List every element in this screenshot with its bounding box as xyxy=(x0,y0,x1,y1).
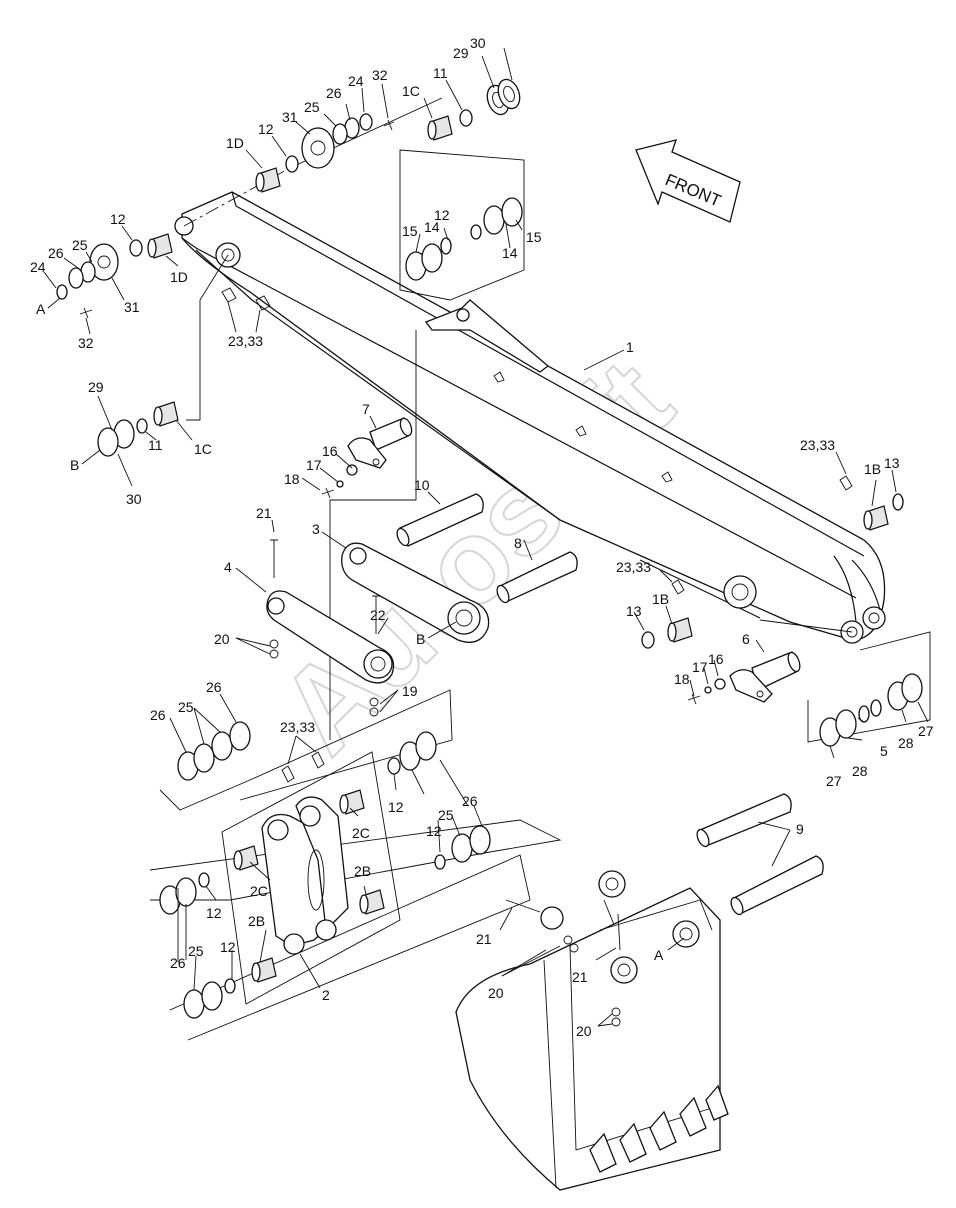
callout: B xyxy=(416,631,425,647)
callout: 19 xyxy=(402,683,418,699)
callout: 31 xyxy=(282,109,298,125)
callout: 28 xyxy=(852,763,868,779)
callout: 12 xyxy=(388,799,404,815)
pins-9 xyxy=(696,793,824,916)
callout: 1D xyxy=(226,135,244,151)
callout: 2 xyxy=(322,987,330,1003)
callout: 1B xyxy=(652,591,669,607)
front-arrow-icon: FRONT xyxy=(635,139,741,223)
callout: 27 xyxy=(826,773,842,789)
callout: 14 xyxy=(502,245,518,261)
pin-10 xyxy=(396,493,484,547)
callout: 5 xyxy=(880,743,888,759)
callout: 25 xyxy=(304,99,320,115)
callout: 32 xyxy=(78,335,94,351)
callout: 15 xyxy=(402,223,418,239)
callout: B xyxy=(70,457,79,473)
callout: 1B xyxy=(864,461,881,477)
callout: 21 xyxy=(572,969,588,985)
link-3 xyxy=(341,542,490,643)
callout: 23,33 xyxy=(800,437,835,453)
callout: A xyxy=(654,947,664,963)
leader-lines xyxy=(43,47,929,1027)
assembly-centerlines xyxy=(149,97,931,1049)
callout: 21 xyxy=(476,931,492,947)
callout: 1C xyxy=(194,441,212,457)
callout: 17 xyxy=(306,457,322,473)
pin-6 xyxy=(729,651,801,703)
callout: 1D xyxy=(170,269,188,285)
bucket xyxy=(455,870,729,1191)
callout: 23,33 xyxy=(616,559,651,575)
callout: 20 xyxy=(576,1023,592,1039)
arm-body xyxy=(174,191,886,644)
callout: 15 xyxy=(526,229,542,245)
callout: 13 xyxy=(626,603,642,619)
callout: 20 xyxy=(214,631,230,647)
callout: 11 xyxy=(148,437,163,453)
callout: 6 xyxy=(742,631,750,647)
callout: 9 xyxy=(796,821,804,837)
callout: 20 xyxy=(488,985,504,1001)
callout: A xyxy=(36,301,46,317)
callout: 31 xyxy=(124,299,140,315)
callout: 8 xyxy=(514,535,522,551)
callout: 12 xyxy=(434,207,450,223)
callout: 25 xyxy=(72,237,88,253)
callout: 24 xyxy=(30,259,46,275)
callout: 25 xyxy=(178,699,194,715)
callout: 14 xyxy=(424,219,440,235)
callout: 25 xyxy=(438,807,454,823)
callout: 23,33 xyxy=(280,719,315,735)
callout: 2C xyxy=(250,883,268,899)
callout: 10 xyxy=(414,477,430,493)
callout: 12 xyxy=(220,939,236,955)
callout: 2B xyxy=(248,913,265,929)
pin-7 xyxy=(347,417,413,469)
callout: 26 xyxy=(462,793,478,809)
callout: 18 xyxy=(284,471,300,487)
callout: 26 xyxy=(170,955,186,971)
link-4 xyxy=(266,590,395,684)
callout: 18 xyxy=(674,671,690,687)
callout: 1C xyxy=(402,83,420,99)
callout: 27 xyxy=(918,723,934,739)
callout: 30 xyxy=(470,35,486,51)
callout: 24 xyxy=(348,73,364,89)
callout: 11 xyxy=(433,65,448,81)
callout: 21 xyxy=(256,505,272,521)
callout: 12 xyxy=(258,121,274,137)
callout: 26 xyxy=(206,679,222,695)
callout: 30 xyxy=(126,491,142,507)
callout: 4 xyxy=(224,559,232,575)
callout: 12 xyxy=(426,823,442,839)
callout-labels: 29 30 24 32 26 25 1C 11 31 12 1D 12 26 2… xyxy=(30,35,934,1039)
bushings-and-washers xyxy=(56,78,923,1027)
callout: 2B xyxy=(354,863,371,879)
callout: 22 xyxy=(370,607,386,623)
callout: 1 xyxy=(626,339,634,355)
callout: 2C xyxy=(352,825,370,841)
callout: 26 xyxy=(150,707,166,723)
callout: 23,33 xyxy=(228,333,263,349)
pin-8 xyxy=(496,551,578,604)
callout: 28 xyxy=(898,735,914,751)
callout: 26 xyxy=(48,245,64,261)
callout: 29 xyxy=(88,379,104,395)
link-2 xyxy=(221,751,401,1005)
callout: 16 xyxy=(322,443,338,459)
callout: 25 xyxy=(188,943,204,959)
callout: 16 xyxy=(708,651,724,667)
callout: 13 xyxy=(884,455,900,471)
callout: 29 xyxy=(453,45,469,61)
callout: 12 xyxy=(206,905,222,921)
callout: 7 xyxy=(362,401,370,417)
callout: 12 xyxy=(110,211,126,227)
callout: 3 xyxy=(312,521,320,537)
callout: 17 xyxy=(692,659,708,675)
callout: 32 xyxy=(372,67,388,83)
callout: 26 xyxy=(326,85,342,101)
